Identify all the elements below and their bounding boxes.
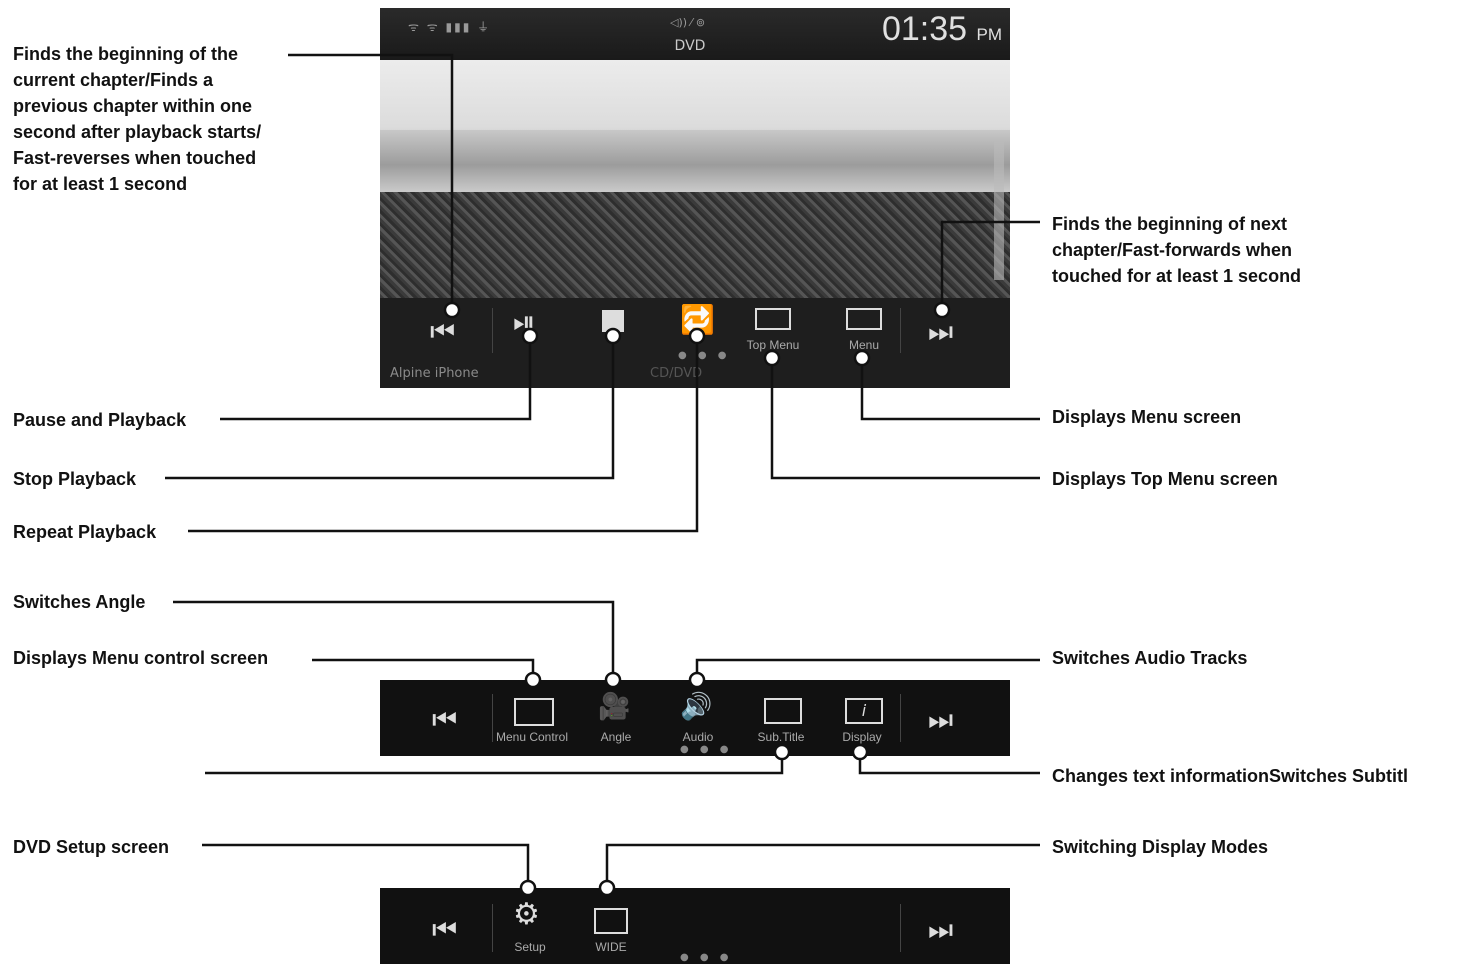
divider bbox=[900, 694, 901, 742]
annotation-previous-chapter: Finds the beginning of the current chapt… bbox=[13, 41, 261, 197]
clock-time: 01:35 bbox=[881, 10, 968, 48]
angle-button[interactable]: 🎥 bbox=[598, 694, 630, 720]
skip-forward-icon: ⏭ bbox=[928, 703, 954, 736]
page-dots: ● ● ● bbox=[680, 744, 733, 755]
top-menu-button[interactable] bbox=[755, 308, 791, 330]
previous-chapter-button[interactable]: ⏮ bbox=[430, 318, 455, 346]
menu-button[interactable] bbox=[846, 308, 882, 330]
skip-back-icon: ⏮ bbox=[432, 913, 458, 946]
audio-button[interactable]: 🔊 bbox=[680, 694, 712, 720]
annotation-angle: Switches Angle bbox=[13, 592, 146, 612]
annotation-line: Finds the beginning of next bbox=[1052, 214, 1287, 234]
annotation-menu-control: Displays Menu control screen bbox=[13, 648, 269, 668]
skip-back-icon: ⏮ bbox=[430, 315, 456, 348]
sea bbox=[380, 130, 1010, 200]
stop-button[interactable] bbox=[602, 310, 624, 332]
annotation-line: Finds the beginning of the bbox=[13, 44, 238, 64]
skip-forward-icon: ⏭ bbox=[928, 913, 954, 946]
annotation-setup: DVD Setup screen bbox=[13, 837, 170, 857]
menu-control-button[interactable] bbox=[514, 698, 554, 726]
display-button[interactable]: i bbox=[845, 698, 883, 724]
annotation-next-chapter: Finds the beginning of next chapter/Fast… bbox=[1052, 211, 1301, 289]
page-dots: ● ● ● bbox=[680, 952, 733, 963]
annotation-menu: Displays Menu screen bbox=[1052, 407, 1242, 427]
video-frame bbox=[380, 60, 1010, 298]
subtitle-label: Sub.Title bbox=[757, 730, 805, 744]
next-chapter-button[interactable]: ⏭ bbox=[928, 916, 953, 944]
next-chapter-button[interactable]: ⏭ bbox=[928, 318, 953, 346]
annotation-top-menu: Displays Top Menu screen bbox=[1052, 469, 1278, 489]
dvd-player-screen: ᯤ ᯤ ▮▮▮ ⏚ ◁)) ⁄ ⊚ DVD 01:35 PM ⏮ ⏯ 🔁 Top… bbox=[380, 8, 1010, 388]
previous-chapter-button[interactable]: ⏮ bbox=[432, 916, 457, 944]
wide-label: WIDE bbox=[595, 940, 627, 954]
display-label: Display bbox=[842, 730, 882, 744]
annotation-pause: Pause and Playback bbox=[13, 410, 187, 430]
annotation-repeat: Repeat Playback bbox=[13, 522, 157, 542]
skip-forward-icon: ⏭ bbox=[928, 315, 954, 348]
page-dots: ● ● ● bbox=[678, 350, 731, 361]
annotation-line: touched for at least 1 second bbox=[1052, 266, 1302, 286]
skip-back-icon: ⏮ bbox=[432, 703, 458, 736]
source-label: DVD bbox=[674, 38, 706, 54]
divider bbox=[492, 904, 493, 952]
divider bbox=[492, 308, 493, 353]
menu-label: Menu bbox=[848, 338, 880, 352]
speaker-icon: 🔊 bbox=[680, 692, 713, 722]
subtitle-button[interactable] bbox=[764, 698, 802, 724]
info-icon: i bbox=[861, 701, 867, 720]
annotation-line: for at least 1 second bbox=[13, 174, 188, 194]
source-icons: ◁)) ⁄ ⊚ bbox=[670, 16, 706, 29]
device-name: Alpine iPhone bbox=[390, 366, 479, 381]
setup-button[interactable]: ⚙ bbox=[513, 900, 540, 930]
setup-label: Setup bbox=[514, 940, 546, 954]
control-strip-3: ⏮ ⚙ Setup WIDE ⏭ ● ● ● bbox=[380, 888, 1010, 964]
info-bar: CD/DVD bbox=[650, 366, 703, 381]
annotation-display-subtitle: Changes text informationSwitches Subtitl bbox=[1052, 766, 1409, 786]
annotation-audio: Switches Audio Tracks bbox=[1052, 648, 1248, 668]
scrollbar[interactable] bbox=[994, 140, 1004, 280]
annotation-display-mode: Switching Display Modes bbox=[1052, 837, 1269, 857]
clock: 01:35 PM bbox=[882, 10, 1002, 49]
control-strip-2: ⏮ Menu Control 🎥 Angle 🔊 Audio Sub.Title… bbox=[380, 680, 1010, 756]
annotation-line: second after playback starts/ bbox=[13, 122, 262, 142]
annotation-line: Fast-reverses when touched bbox=[13, 148, 257, 168]
previous-chapter-button[interactable]: ⏮ bbox=[432, 706, 457, 734]
menu-control-label: Menu Control bbox=[495, 730, 569, 744]
shoreline bbox=[380, 192, 1010, 298]
angle-label: Angle bbox=[600, 730, 632, 744]
gear-icon: ⚙ bbox=[513, 897, 540, 932]
status-bar: ᯤ ᯤ ▮▮▮ ⏚ ◁)) ⁄ ⊚ DVD 01:35 PM bbox=[380, 8, 1010, 60]
camera-icon: 🎥 bbox=[598, 692, 631, 722]
annotation-stop: Stop Playback bbox=[13, 469, 137, 489]
audio-label: Audio bbox=[682, 730, 714, 744]
divider bbox=[492, 694, 493, 742]
status-icons: ᯤ ᯤ ▮▮▮ ⏚ bbox=[408, 20, 492, 34]
wide-button[interactable] bbox=[594, 908, 628, 934]
divider bbox=[900, 308, 901, 353]
divider bbox=[900, 904, 901, 952]
annotation-line: previous chapter within one bbox=[13, 96, 253, 116]
next-chapter-button[interactable]: ⏭ bbox=[928, 706, 953, 734]
annotation-line: current chapter/Finds a bbox=[13, 70, 214, 90]
top-menu-label: Top Menu bbox=[746, 338, 800, 352]
annotation-line: chapter/Fast-forwards when bbox=[1052, 240, 1293, 260]
clock-ampm: PM bbox=[976, 25, 1003, 44]
